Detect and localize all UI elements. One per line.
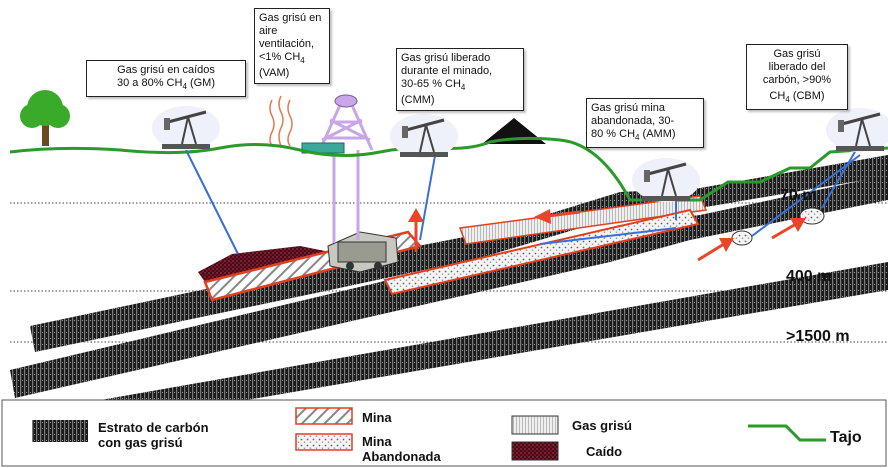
coal-seam-deep [45,262,888,432]
legend-box [1,399,887,467]
depth-label-400: 400 m [786,268,832,285]
depth-label-70: 70 m [780,187,817,204]
well-lines [185,149,861,255]
callout-gm-sub: 4 [182,82,187,92]
callout-vam-line1: Gas grisú en [259,12,322,24]
legend-caved: Caído [586,444,623,459]
callout-gm-line3: (GM) [189,77,215,89]
legend-abandoned-line1: Mina [362,434,392,449]
legend-abandoned-line2: Abandonada [362,449,441,464]
legend-mine-swatch [295,407,353,425]
callout-cmm-line1: Gas grisú liberado [401,52,491,64]
legend-abandoned-swatch [295,433,353,451]
tower-top-icon [334,94,358,108]
callout-vam-line3: ventilación, [259,38,315,50]
callout-cbm-line5: (CBM) [792,90,825,102]
callout-cbm: Gas grisú liberado del carbón, >90% CH4 … [746,44,848,111]
callout-cbm-line1: Gas grisú [773,48,821,60]
gas-flow-arrows [408,208,806,262]
ventilation-tower [318,104,374,243]
callout-amm-sub: 4 [635,133,640,143]
callout-vam: Gas grisú en aire ventilación, <1% CH4 (… [254,8,330,85]
callout-cmm-sub: 4 [460,83,466,93]
pump-jack-icon [632,158,700,202]
gas-pocket-1 [731,230,753,246]
legend-coal-swatch [32,420,88,442]
callout-cmm: Gas grisú liberado durante el minado, 30… [396,48,524,112]
callout-amm-line4: (AMM) [642,128,676,140]
caved-area [198,246,345,282]
mining-machine [327,231,399,273]
legend-abandoned: Mina Abandonada [362,434,441,464]
callout-amm-line3: 80 % CH [591,128,636,140]
gas-zone [458,195,708,245]
pump-jack-icon [152,106,220,150]
legend-caved-swatch [511,441,559,461]
legend-pit-line [748,424,826,442]
depth-label-1500: >1500 m [786,328,850,345]
callout-gm: Gas grisú en caídos 30 a 80% CH4 (GM) [86,60,246,98]
legend-pit: Tajo [830,429,862,446]
callout-amm-line1: Gas grisú mina [591,102,665,114]
callout-cbm-line4: CH [769,90,786,102]
tree-icon [20,90,70,146]
callout-amm-line2: abandonada, 30- [591,115,675,127]
callout-amm: Gas grisú mina abandonada, 30- 80 % CH4 … [586,98,704,149]
pump-jack-icon [826,108,888,152]
gas-pocket-2 [799,207,825,225]
callout-cmm-line2: durante el minado, [401,65,493,77]
legend-gas-swatch [511,415,559,435]
callout-gm-line1: Gas grisú en caídos [117,64,215,76]
legend-coal-line2: con gas grisú [98,435,183,450]
callout-vam-sub: 4 [300,56,305,66]
callout-cbm-line3: carbón, >90% [762,74,832,86]
legend-gas: Gas grisú [572,418,632,433]
vam-exhaust-icon [269,95,293,147]
callout-cmm-line4: (CMM) [401,94,435,107]
callout-gm-line2: 30 a 80% CH [117,77,183,89]
callout-vam-line4: <1% CH [259,51,301,63]
abandoned-mine [383,208,700,296]
callout-cbm-sub: 4 [785,95,790,105]
callout-cbm-line2: liberado del [768,61,826,73]
legend-mine: Mina [362,410,392,425]
ground-surface-line [9,136,888,202]
callout-cmm-line3: 30-65 % CH [401,78,461,90]
callout-vam-line5: (VAM) [259,67,290,80]
legend-coal: Estrato de carbón con gas grisú [98,420,209,450]
callout-vam-line2: aire [259,25,278,37]
pump-jack-icon [390,114,458,158]
coal-seam-upper [30,155,888,352]
legend-coal-line1: Estrato de carbón [98,420,209,435]
